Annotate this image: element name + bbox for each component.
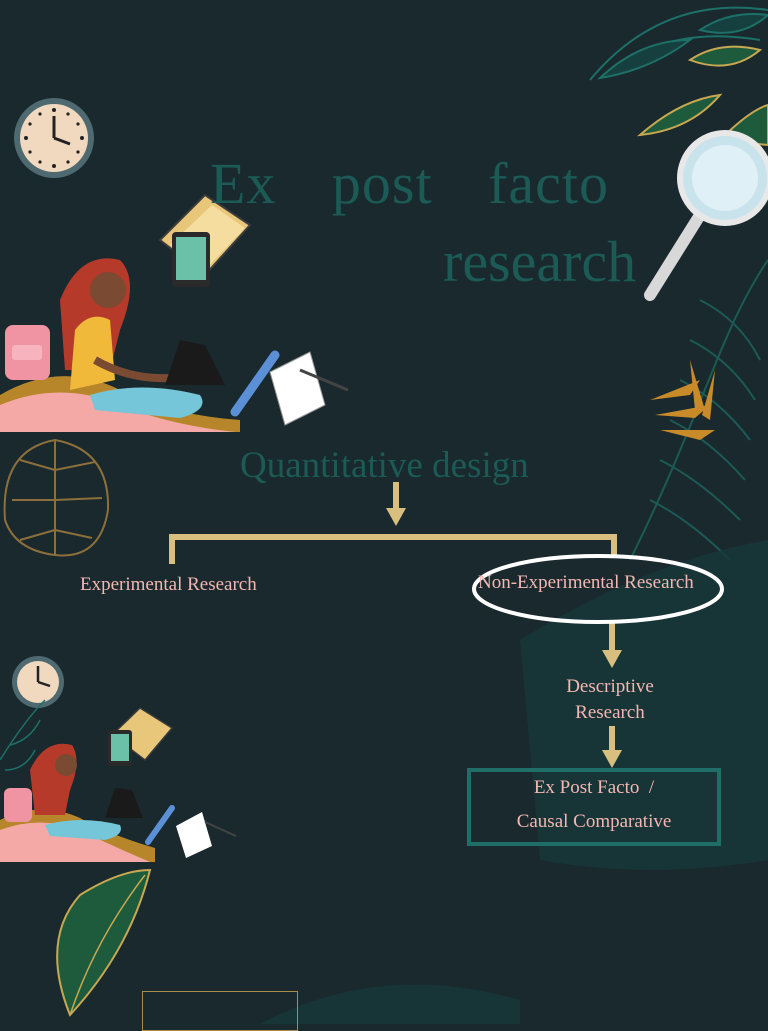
title-line-1: Ex post facto: [210, 151, 610, 216]
wall-clock-icon: [14, 98, 94, 178]
descriptive-research-label: Descriptive Research: [566, 676, 654, 723]
top-right-leaves-icon: [589, 6, 768, 81]
bottom-leaf-icon: [56, 868, 152, 1017]
diagram-root-label: Quantitative design: [240, 445, 529, 486]
monstera-leaf-icon: [3, 438, 110, 557]
notepad-icon: [269, 351, 349, 426]
magnifying-glass-icon: [644, 130, 768, 301]
woman-with-laptop-icon: [0, 258, 240, 432]
small-clock-icon: [12, 656, 64, 708]
ex-post-facto-label: Ex Post Facto /: [533, 777, 655, 798]
small-woman-with-laptop-icon: [0, 743, 237, 862]
left-fern-icon: [0, 699, 46, 771]
diagram-connectors: [169, 482, 622, 768]
highlight-ellipse: [472, 554, 724, 624]
pen-icon: [230, 350, 280, 417]
ex-post-facto-box: [467, 768, 721, 846]
gold-leaf-icon: [636, 45, 768, 147]
small-folder-icon: [108, 707, 174, 766]
non-experimental-research-label: Non-Experimental Research: [478, 572, 694, 593]
tablet-icon: [172, 232, 210, 287]
title-line-2: research: [443, 229, 637, 294]
bottom-frame: [142, 991, 298, 1031]
orange-palm-icon: [650, 360, 715, 440]
causal-comparative-label: Causal Comparative: [516, 811, 672, 832]
experimental-research-label: Experimental Research: [80, 574, 257, 595]
